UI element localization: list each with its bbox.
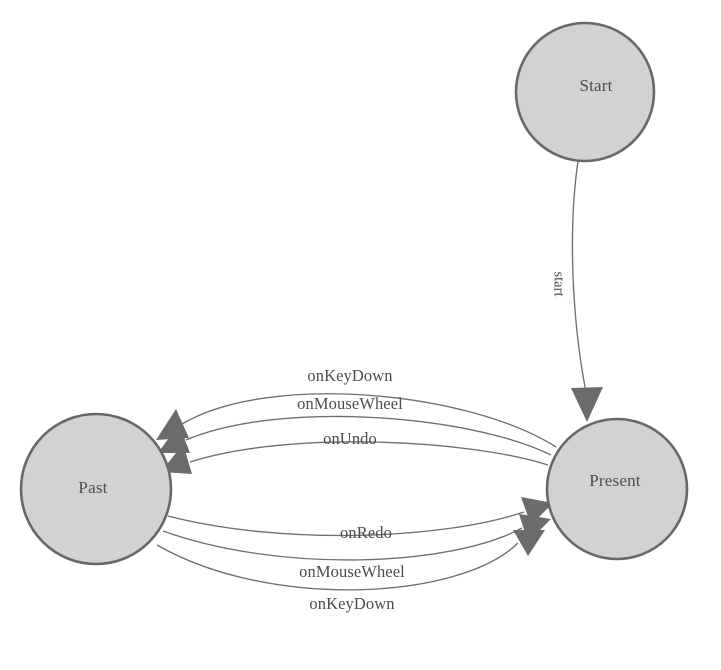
edge-past-to-present-onmousewheel[interactable]: onMouseWheel xyxy=(162,514,551,581)
node-present-circle xyxy=(545,417,689,561)
node-present[interactable]: Present xyxy=(545,417,689,561)
edge-path-past-present-2 xyxy=(162,527,523,561)
edge-label-past-present-2: onMouseWheel xyxy=(299,562,405,581)
node-start-label: Start xyxy=(579,76,612,95)
node-start[interactable]: Start xyxy=(514,21,656,163)
edge-path-past-present-1 xyxy=(167,511,525,537)
node-past-label: Past xyxy=(78,478,107,497)
edge-label-present-past-2: onMouseWheel xyxy=(297,394,403,413)
edge-label-present-past-3: onUndo xyxy=(323,429,377,448)
edge-path-present-past-1 xyxy=(181,393,557,448)
edge-path-present-past-3 xyxy=(189,441,549,466)
edge-start-to-present[interactable]: start xyxy=(551,160,603,422)
edge-path-start-present xyxy=(571,160,587,393)
arrow-head-start-present xyxy=(571,387,603,422)
node-start-circle xyxy=(514,21,656,163)
node-past-circle xyxy=(19,412,173,566)
edge-past-to-present-onkeydown[interactable]: onKeyDown xyxy=(156,530,545,613)
edge-label-past-present-3: onKeyDown xyxy=(309,594,394,613)
edge-label-present-past-1: onKeyDown xyxy=(307,366,392,385)
arrow-head-past-present-3 xyxy=(513,530,545,556)
edge-path-past-present-3 xyxy=(156,542,519,591)
node-present-label: Present xyxy=(589,471,641,490)
edge-path-present-past-2 xyxy=(185,415,552,456)
edge-label-past-present-1: onRedo xyxy=(340,523,392,542)
node-past[interactable]: Past xyxy=(19,412,173,566)
edge-past-to-present-onredo[interactable]: onRedo xyxy=(167,497,553,542)
edge-present-to-past-onundo[interactable]: onUndo xyxy=(161,429,549,474)
edge-label-start: start xyxy=(551,272,567,297)
